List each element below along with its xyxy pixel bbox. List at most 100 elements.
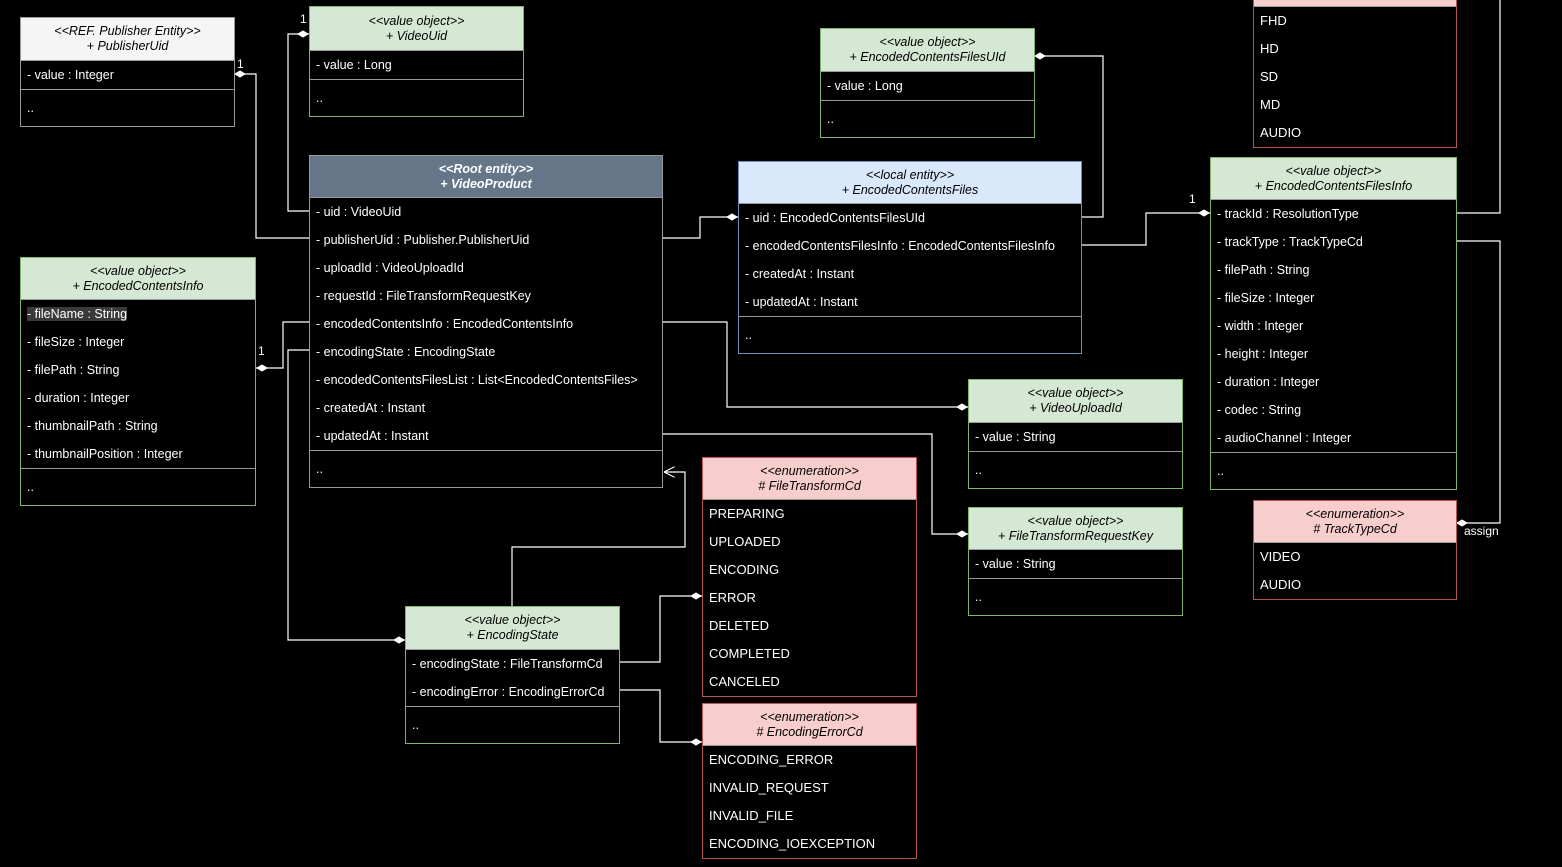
publisher-uid-link (234, 70, 309, 239)
attribute-text: SD (1260, 69, 1279, 84)
attribute-row: - duration : Integer (1211, 368, 1456, 396)
attribute-text: - requestId : FileTransformRequestKey (316, 289, 531, 303)
encoded-contents-files-class[interactable]: <<local entity>>+ EncodedContentsFiles- … (738, 161, 1082, 354)
attribute-text: DELETED (709, 618, 769, 633)
attribute-row: FHD (1254, 7, 1456, 35)
file-transform-request-key-class[interactable]: <<value object>>+ FileTransformRequestKe… (968, 507, 1183, 616)
attribute-row: - audioChannel : Integer (1211, 424, 1456, 452)
attribute-text: VIDEO (1260, 549, 1301, 564)
encoded-contents-info-link (256, 321, 309, 372)
attribute-row: - value : Integer (21, 61, 234, 89)
attribute-row: HD (1254, 35, 1456, 63)
attribute-text: UPLOADED (709, 534, 781, 549)
encoding-state-parent-link (511, 472, 686, 606)
attribute-text: - updatedAt : Instant (316, 429, 429, 443)
attribute-text: - thumbnailPosition : Integer (27, 447, 183, 461)
attribute-text: ENCODING (709, 562, 780, 577)
attribute-text: ENCODING_IOEXCEPTION (709, 836, 876, 851)
attribute-list: - uid : EncodedContentsFilesUId- encoded… (739, 204, 1081, 317)
encoding-state-link (287, 349, 405, 644)
attribute-row: - uid : VideoUid (310, 198, 662, 226)
attribute-list: - value : String (969, 550, 1182, 579)
attribute-list: - value : Long (821, 72, 1034, 101)
attribute-row: - value : String (969, 550, 1182, 578)
attribute-text: INVALID_FILE (709, 808, 794, 823)
stereotype: <<value object>> (464, 613, 561, 627)
video-product-class[interactable]: <<Root entity>>+ VideoProduct - uid : Vid… (309, 155, 663, 488)
stereotype: <<value object>> (368, 13, 465, 28)
video-uid-class[interactable]: <<value object>>+ VideoUid - value : Long… (309, 6, 524, 117)
class-name: + PublisherUid (86, 39, 169, 53)
methods-section: .. (27, 480, 34, 494)
attribute-text: COMPLETED (709, 646, 790, 661)
attribute-text: - filePath : String (1217, 263, 1310, 277)
attribute-text: MD (1260, 97, 1281, 112)
encoded-contents-info-class[interactable]: <<value object>>+ EncodedContentsInfo- f… (20, 257, 256, 506)
attribute-text: - value : Integer (27, 68, 114, 82)
methods-section: .. (745, 328, 752, 342)
stereotype: <<value object>> (879, 35, 976, 49)
attribute-text: AUDIO (1260, 125, 1302, 140)
stereotype: <<Root entity>> (438, 161, 534, 176)
encoding-state-class[interactable]: <<value object>>+ EncodingState - encodin… (405, 606, 620, 744)
attribute-text: ENCODING_ERROR (709, 752, 834, 767)
encoded-contents-files-info-class[interactable]: <<value object>>+ EncodedContentsFilesIn… (1210, 157, 1457, 490)
class-name: + VideoUid (385, 28, 448, 43)
class-name: + FileTransformRequestKey (997, 528, 1154, 543)
class-name: # FileTransformCd (758, 478, 861, 493)
attribute-text: - codec : String (1217, 403, 1302, 417)
attribute-row: - fileSize : Integer (1211, 284, 1456, 312)
files-info-link (1081, 209, 1210, 246)
attribute-row: - filePath : String (21, 356, 255, 384)
attribute-row: CANCELED (703, 668, 916, 696)
stereotype: <<local entity>> (865, 167, 955, 182)
class-header: <<enumeration>># TrackTypeCd (1254, 501, 1456, 543)
attribute-row: VIDEO (1254, 543, 1456, 571)
attribute-text: - fileSize : Integer (1217, 291, 1315, 305)
request-key-link (662, 433, 968, 538)
class-name: # TrackTypeCd (1313, 521, 1397, 536)
class-header (1254, 0, 1456, 7)
class-header: <<value object>>+ EncodedContentsInfo (21, 258, 255, 300)
stereotype: <<value object>> (1027, 513, 1124, 528)
attribute-text: - audioChannel : Integer (1217, 431, 1352, 445)
attribute-row: - height : Integer (1211, 340, 1456, 368)
attribute-list: - encodingState : FileTransformCd- encod… (406, 650, 619, 707)
video-upload-id-class[interactable]: <<value object>>+ VideoUploadId- value :… (968, 379, 1183, 489)
class-name: # EncodingErrorCd (756, 724, 863, 739)
attribute-text: - value : Long (316, 58, 392, 72)
attribute-list: - value : Integer (21, 61, 234, 90)
methods-section: .. (975, 590, 982, 604)
attribute-row: - uploadId : VideoUploadId (310, 254, 662, 282)
stereotype: <<enumeration>> (760, 463, 859, 478)
methods-section: .. (316, 462, 323, 476)
attribute-row: - updatedAt : Instant (310, 422, 662, 450)
encoded-contents-files-uid-class[interactable]: <<value object>>+ EncodedContentsFilesUI… (820, 28, 1035, 138)
attribute-text: - duration : Integer (1217, 375, 1320, 389)
attribute-row: - fileName : String (21, 300, 255, 328)
attribute-text: - thumbnailPath : String (27, 419, 158, 433)
publisher-uid-class[interactable]: <<REF. Publisher Entity>>+ PublisherUid-… (20, 17, 235, 127)
class-name: + VideoProduct (440, 176, 532, 191)
attribute-text: - filePath : String (27, 363, 120, 377)
attribute-row: AUDIO (1254, 571, 1456, 599)
attribute-row: - encodedContentsFilesInfo : EncodedCont… (739, 232, 1081, 260)
class-name: + EncodingState (466, 628, 559, 642)
attribute-row: ENCODING (703, 556, 916, 584)
attribute-row: SD (1254, 63, 1456, 91)
attribute-row: - trackId : ResolutionType (1211, 200, 1456, 228)
attribute-text: - encodingError : EncodingErrorCd (412, 685, 605, 699)
methods-section: .. (1217, 464, 1224, 478)
attribute-list: - value : Long (310, 51, 523, 80)
class-header: <<value object>>+ VideoUploadId (969, 380, 1182, 423)
attribute-text: - value : Long (827, 79, 903, 93)
file-transform-cd-link (620, 592, 702, 663)
attribute-row: - thumbnailPath : String (21, 412, 255, 440)
assign-label: assign (1464, 524, 1499, 538)
